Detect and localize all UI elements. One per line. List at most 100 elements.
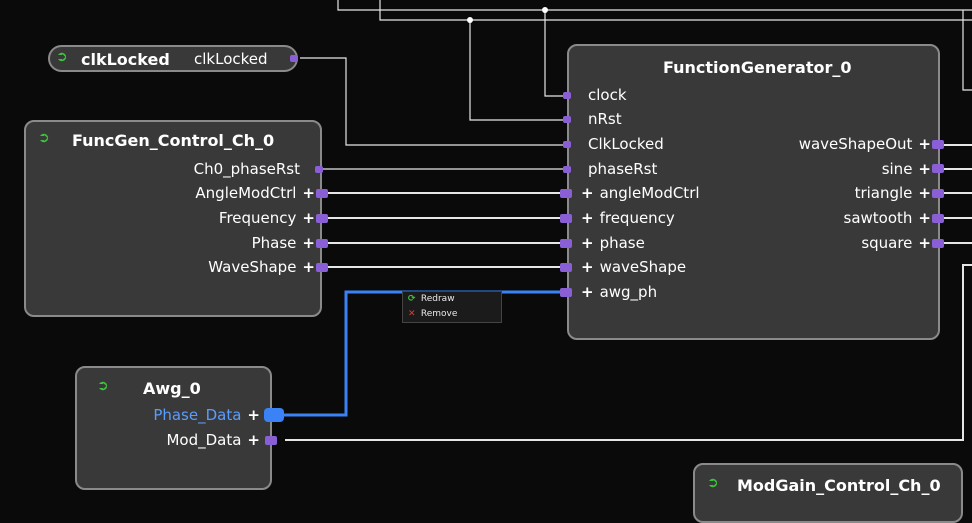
port-label: awg_ph xyxy=(599,283,658,301)
pin-triangle[interactable] xyxy=(932,189,944,198)
port-label: AngleModCtrl xyxy=(195,184,297,202)
wire-junction xyxy=(542,7,548,13)
pin-frequency-out[interactable] xyxy=(316,214,328,223)
plus-icon: + xyxy=(302,184,315,202)
plus-icon: + xyxy=(581,258,594,276)
port-label: square xyxy=(861,234,913,252)
pin-frequency-in[interactable] xyxy=(560,214,572,223)
port-label: phase xyxy=(599,234,645,252)
plus-icon: + xyxy=(918,135,931,153)
clklocked-title: clkLocked xyxy=(81,50,170,69)
function-generator-title: FunctionGenerator_0 xyxy=(663,58,852,77)
plus-icon: + xyxy=(918,234,931,252)
context-menu: ⟳ Redraw ✕ Remove xyxy=(402,291,502,323)
green-arrow-icon: ➲ xyxy=(56,49,68,65)
pin-phase-data-selected[interactable] xyxy=(264,408,284,422)
port-label: Phase_Data xyxy=(153,406,242,424)
port-mod-data[interactable]: Mod_Data + xyxy=(166,430,260,450)
menu-item-redraw[interactable]: ⟳ Redraw xyxy=(408,294,455,304)
port-anglemodctrl-out[interactable]: AngleModCtrl + xyxy=(195,183,315,203)
output-sine[interactable]: sine + xyxy=(882,159,931,179)
port-label: triangle xyxy=(854,184,913,202)
input-frequency[interactable]: +frequency xyxy=(581,208,675,228)
port-label: Mod_Data xyxy=(166,431,242,449)
wire-top-bus-2[interactable] xyxy=(379,0,972,21)
pin-phase-out[interactable] xyxy=(316,239,328,248)
port-label: frequency xyxy=(599,209,675,227)
wire-top-bus[interactable] xyxy=(337,0,972,11)
output-waveshapeout[interactable]: waveShapeOut + xyxy=(799,134,931,154)
pin-nrst-in[interactable] xyxy=(563,116,571,123)
port-label: Phase xyxy=(251,234,297,252)
plus-icon: + xyxy=(302,209,315,227)
pin-clock-in[interactable] xyxy=(563,92,571,99)
awg-block[interactable]: ➲ Awg_0 xyxy=(75,366,272,490)
port-label: sawtooth xyxy=(843,209,913,227)
wire-mod-data[interactable] xyxy=(285,264,972,441)
plus-icon: + xyxy=(302,234,315,252)
pin-square[interactable] xyxy=(932,239,944,248)
port-phase-data[interactable]: Phase_Data + xyxy=(153,405,260,425)
pin-sawtooth[interactable] xyxy=(932,214,944,223)
clklocked-block[interactable]: ➲ clkLocked clkLocked xyxy=(48,45,298,72)
pin-sine[interactable] xyxy=(932,164,944,173)
port-label: waveShapeOut xyxy=(798,135,913,153)
modgain-control-block[interactable]: ➲ ModGain_Control_Ch_0 xyxy=(693,463,963,523)
green-arrow-icon: ➲ xyxy=(97,378,109,394)
wire-nrst[interactable] xyxy=(469,20,565,121)
port-phase-out[interactable]: Phase + xyxy=(252,233,315,253)
port-ch0-phaserst[interactable]: Ch0_phaseRst xyxy=(194,159,300,179)
plus-icon: + xyxy=(918,209,931,227)
pin-ch0-phaserst[interactable] xyxy=(315,166,323,173)
plus-icon: + xyxy=(581,184,594,202)
pin-waveshape-out[interactable] xyxy=(316,263,328,272)
port-waveshape-out[interactable]: WaveShape+ xyxy=(208,257,315,277)
plus-icon: + xyxy=(302,258,315,276)
redraw-icon: ⟳ xyxy=(408,294,416,304)
input-anglemodctrl[interactable]: + angleModCtrl xyxy=(581,183,700,203)
port-frequency-out[interactable]: Frequency+ xyxy=(219,208,315,228)
output-square[interactable]: square + xyxy=(861,233,931,253)
plus-icon: + xyxy=(247,406,260,424)
plus-icon: + xyxy=(918,160,931,178)
pin-waveshapeout[interactable] xyxy=(932,140,944,149)
port-label: Ch0_phaseRst xyxy=(193,160,300,178)
pin-anglemodctrl-out[interactable] xyxy=(316,189,328,198)
clklocked-pin[interactable] xyxy=(290,55,298,62)
wire-junction xyxy=(467,17,473,23)
port-label: waveShape xyxy=(599,258,687,276)
funcgen-control-block[interactable]: ➲ FuncGen_Control_Ch_0 xyxy=(24,120,322,317)
input-phaserst[interactable]: phaseRst xyxy=(588,159,657,179)
input-awg-ph[interactable]: +awg_ph xyxy=(581,282,657,302)
menu-item-remove[interactable]: ✕ Remove xyxy=(408,309,457,319)
pin-anglemodctrl-in[interactable] xyxy=(560,189,572,198)
pin-waveshape-in[interactable] xyxy=(560,263,572,272)
wire-clock[interactable] xyxy=(544,10,565,97)
pin-phase-in[interactable] xyxy=(560,239,572,248)
port-label: angleModCtrl xyxy=(599,184,700,202)
port-label: nRst xyxy=(588,110,622,128)
output-sawtooth[interactable]: sawtooth + xyxy=(844,208,931,228)
pin-phaserst-in[interactable] xyxy=(563,166,571,173)
wire-right-top[interactable] xyxy=(962,10,972,91)
plus-icon: + xyxy=(247,431,260,449)
awg-title: Awg_0 xyxy=(143,379,201,398)
pin-clklocked-in[interactable] xyxy=(563,141,571,148)
input-clklocked[interactable]: ClkLocked xyxy=(588,134,664,154)
wire-clklocked[interactable] xyxy=(300,57,565,146)
close-icon: ✕ xyxy=(408,309,416,319)
input-phase[interactable]: +phase xyxy=(581,233,645,253)
pin-awg-ph-in[interactable] xyxy=(560,288,572,297)
wire-canvas xyxy=(282,0,972,441)
input-waveshape[interactable]: + waveShape xyxy=(581,257,686,277)
menu-item-label: Remove xyxy=(420,309,458,319)
output-triangle[interactable]: triangle+ xyxy=(855,183,931,203)
modgain-control-title: ModGain_Control_Ch_0 xyxy=(737,476,941,495)
port-label: sine xyxy=(881,160,913,178)
input-nrst[interactable]: nRst xyxy=(588,109,622,129)
green-arrow-icon: ➲ xyxy=(707,475,719,491)
input-clock[interactable]: clock xyxy=(588,85,627,105)
function-generator-block[interactable]: FunctionGenerator_0 xyxy=(567,44,940,340)
clklocked-port-label: clkLocked xyxy=(194,50,268,68)
pin-mod-data[interactable] xyxy=(265,436,277,445)
